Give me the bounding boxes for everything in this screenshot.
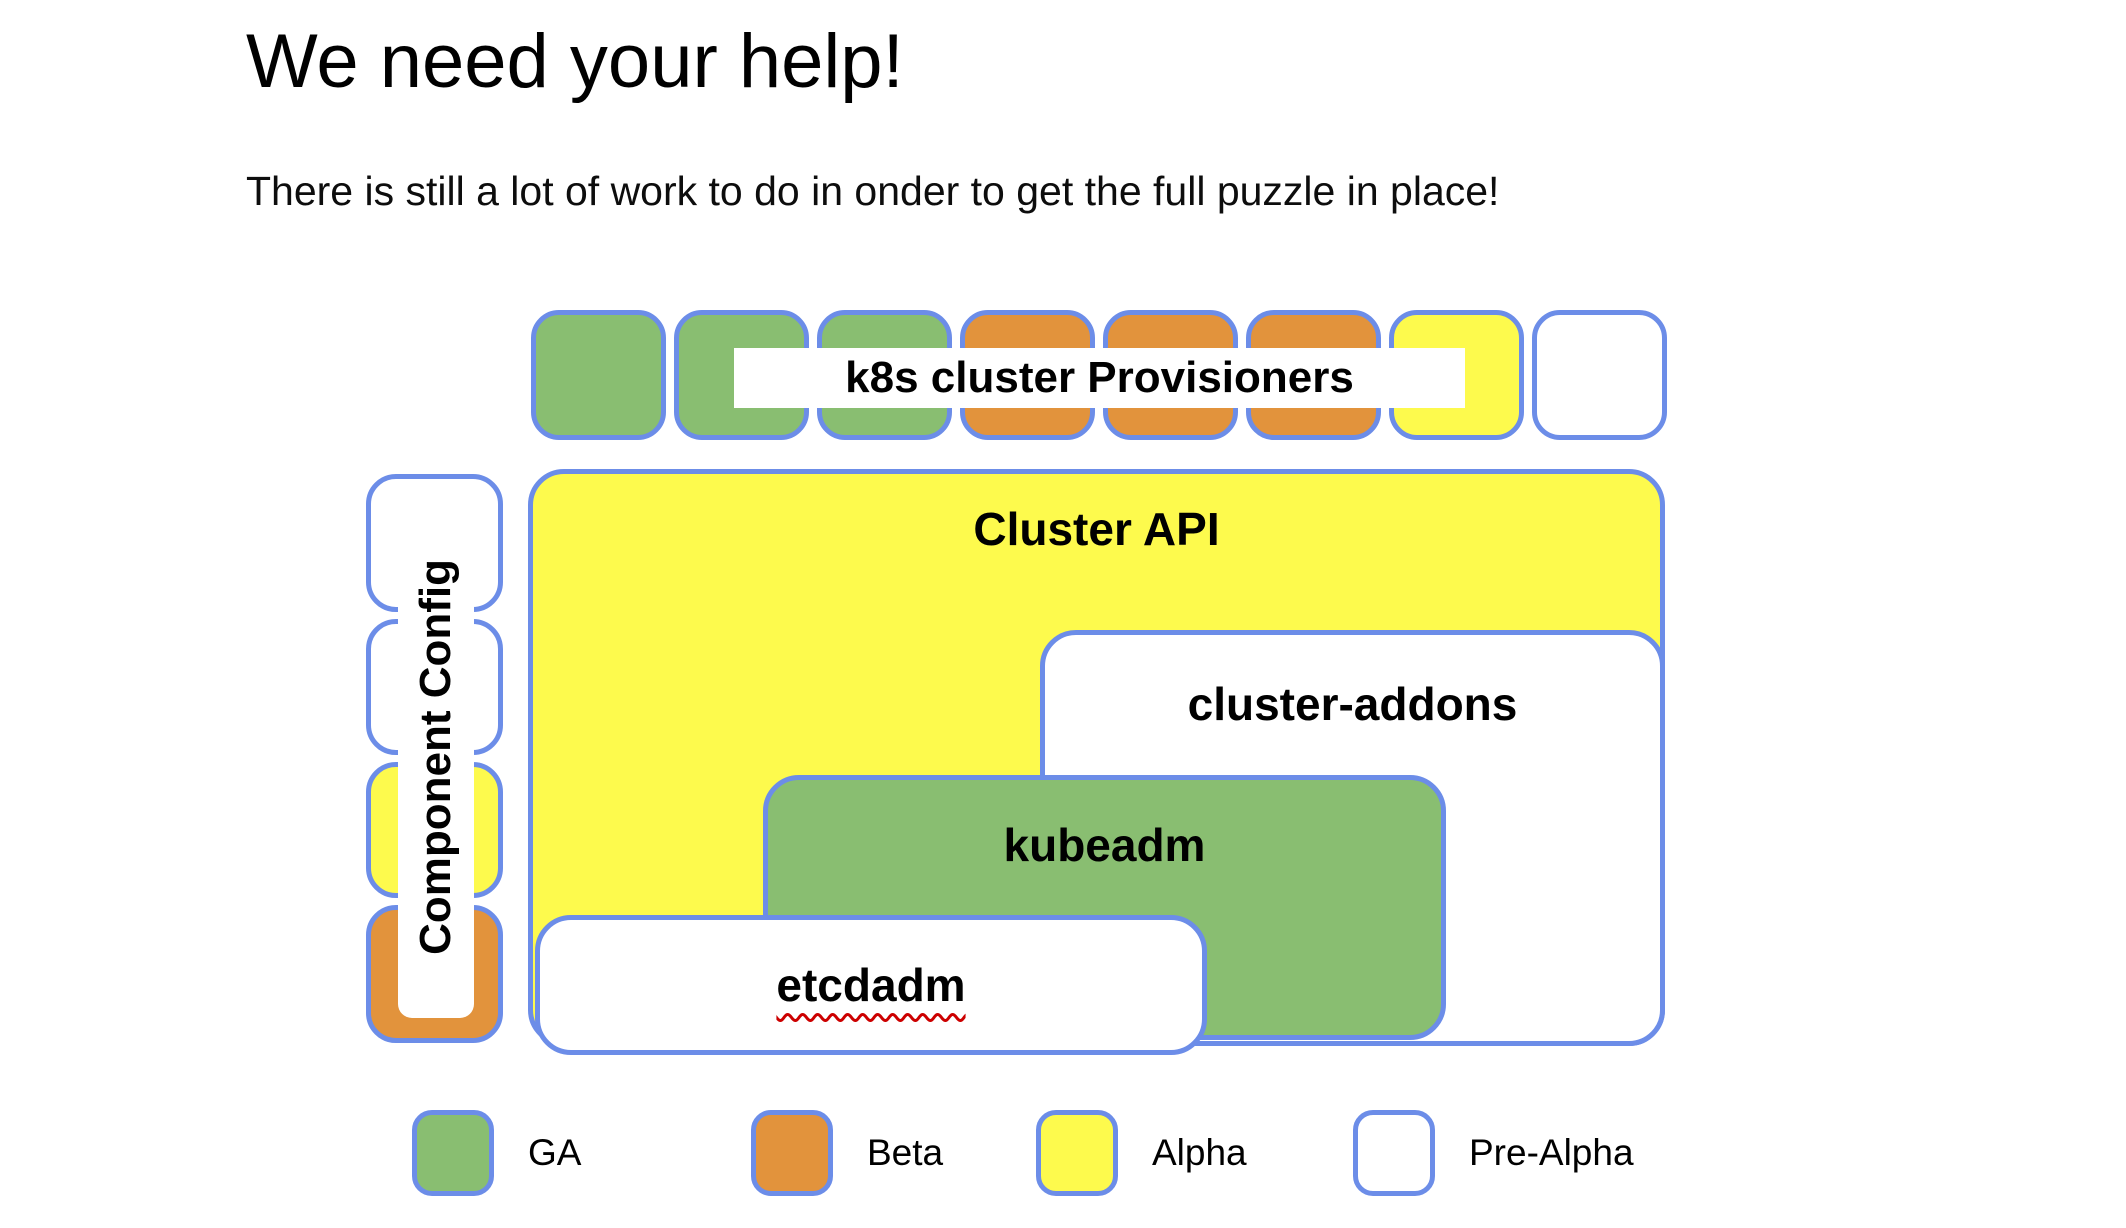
cluster-api-label: Cluster API xyxy=(973,503,1220,555)
legend-item-beta: Beta xyxy=(751,1110,943,1196)
kubeadm-label: kubeadm xyxy=(1003,819,1206,871)
provisioner-piece-1-ga xyxy=(531,310,666,440)
legend-label-pre-alpha: Pre-Alpha xyxy=(1469,1132,1634,1173)
component-config-label-box: Component Config xyxy=(398,495,474,1018)
legend-swatch-beta xyxy=(751,1110,833,1196)
cluster-addons-label: cluster-addons xyxy=(1187,678,1518,730)
legend-item-pre-alpha: Pre-Alpha xyxy=(1353,1110,1634,1196)
subtitle: There is still a lot of work to do in on… xyxy=(246,168,1500,214)
legend-label-alpha: Alpha xyxy=(1152,1132,1247,1173)
legend-item-alpha: Alpha xyxy=(1036,1110,1247,1196)
legend-label-beta: Beta xyxy=(867,1132,944,1173)
etcdadm-box: etcdadm xyxy=(535,915,1207,1055)
provisioners-label: k8s cluster Provisioners xyxy=(734,348,1465,408)
legend-swatch-ga xyxy=(412,1110,494,1196)
legend-swatch-pre_alpha xyxy=(1353,1110,1435,1196)
component-config-label: Component Config xyxy=(411,558,460,955)
legend-item-ga: GA xyxy=(412,1110,581,1196)
legend-swatch-alpha xyxy=(1036,1110,1118,1196)
page-title: We need your help! xyxy=(246,19,904,104)
etcdadm-label: etcdadm xyxy=(776,959,966,1011)
provisioner-piece-8-pre_alpha xyxy=(1532,310,1667,440)
legend-label-ga: GA xyxy=(528,1132,582,1173)
